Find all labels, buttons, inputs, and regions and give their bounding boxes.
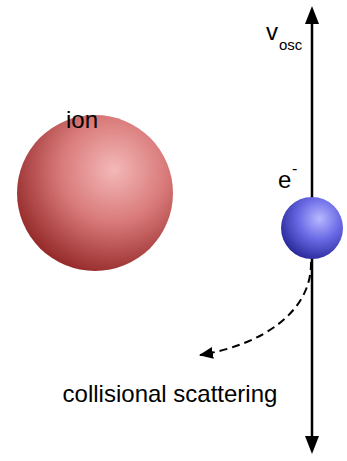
arrowhead-up	[305, 6, 319, 24]
velocity-subscript: osc	[279, 36, 302, 53]
electron-sphere	[281, 197, 343, 259]
arrowhead-down	[305, 436, 319, 454]
velocity-symbol: v	[266, 18, 278, 46]
ion-sphere	[17, 115, 173, 271]
scattering-path	[200, 262, 311, 355]
charge-superscript: -	[292, 160, 297, 178]
scattering-label: collisional scattering	[60, 378, 280, 410]
electron-label: e	[278, 166, 291, 194]
ion-label: ion	[66, 106, 98, 134]
